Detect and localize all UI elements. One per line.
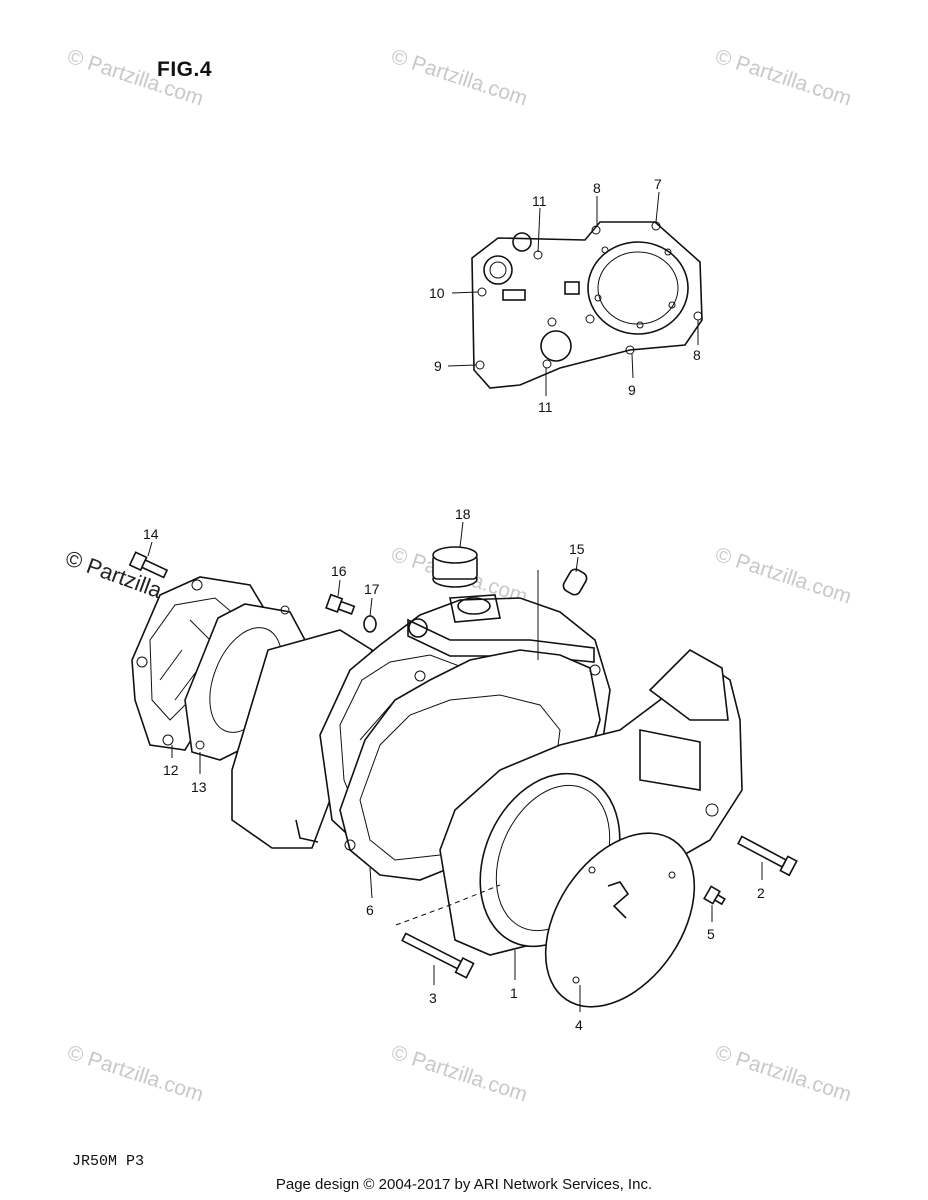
callout-9: 9: [628, 382, 636, 398]
callout-8: 8: [593, 180, 601, 196]
watermark: © Partzilla.com: [388, 45, 530, 111]
callout-17: 17: [364, 581, 380, 597]
callout-9: 9: [434, 358, 442, 374]
callout-11: 11: [532, 193, 547, 209]
figure-title: FIG.4: [157, 58, 213, 81]
washer-17: [363, 615, 377, 633]
callout-18: 18: [455, 506, 471, 522]
callout-12: 12: [163, 762, 179, 778]
clutch-cover-drawing: [544, 832, 696, 1008]
callout-16: 16: [331, 563, 347, 579]
watermark: © Partzilla.com: [712, 543, 854, 609]
callout-15: 15: [569, 541, 585, 557]
bolt-2: [737, 835, 798, 877]
callout-4: 4: [575, 1017, 583, 1033]
leader-lines-top: [447, 191, 699, 396]
oil-cap-18: [432, 546, 478, 588]
leader-lines-bottom: [147, 521, 763, 1012]
callout-6: 6: [366, 902, 374, 918]
figure-code: JR50M P3: [72, 1153, 145, 1170]
callout-7: 7: [654, 176, 662, 192]
callouts: 1 2 3 4 5 6 7 8 8 9 9 10 11 11 12 13 14 …: [143, 176, 765, 1033]
callout-2: 2: [757, 885, 765, 901]
callout-5: 5: [707, 926, 715, 942]
watermark: © Partzilla.com: [64, 45, 206, 111]
screw-5: [703, 885, 726, 906]
dowel-15: [562, 568, 588, 596]
crankcase-gasket-drawing: [471, 221, 703, 389]
callout-10: 10: [429, 285, 445, 301]
bolt-16: [325, 593, 356, 615]
callout-1: 1: [510, 985, 518, 1001]
watermark: © Partzilla.com: [64, 1041, 206, 1107]
bolt-14: [128, 551, 169, 579]
callout-3: 3: [429, 990, 437, 1006]
callout-8: 8: [693, 347, 701, 363]
watermark: © Partzilla.com: [388, 1041, 530, 1107]
page-footer: Page design © 2004-2017 by ARI Network S…: [275, 1176, 653, 1193]
watermark: © Partzilla.com: [712, 45, 854, 111]
bolt-3: [401, 932, 475, 979]
watermark: © Partzilla.com: [712, 1041, 854, 1107]
callout-14: 14: [143, 526, 159, 542]
callout-11: 11: [538, 399, 553, 415]
fasteners: [128, 546, 798, 979]
callout-13: 13: [191, 779, 207, 795]
reference-lines: [395, 570, 539, 926]
